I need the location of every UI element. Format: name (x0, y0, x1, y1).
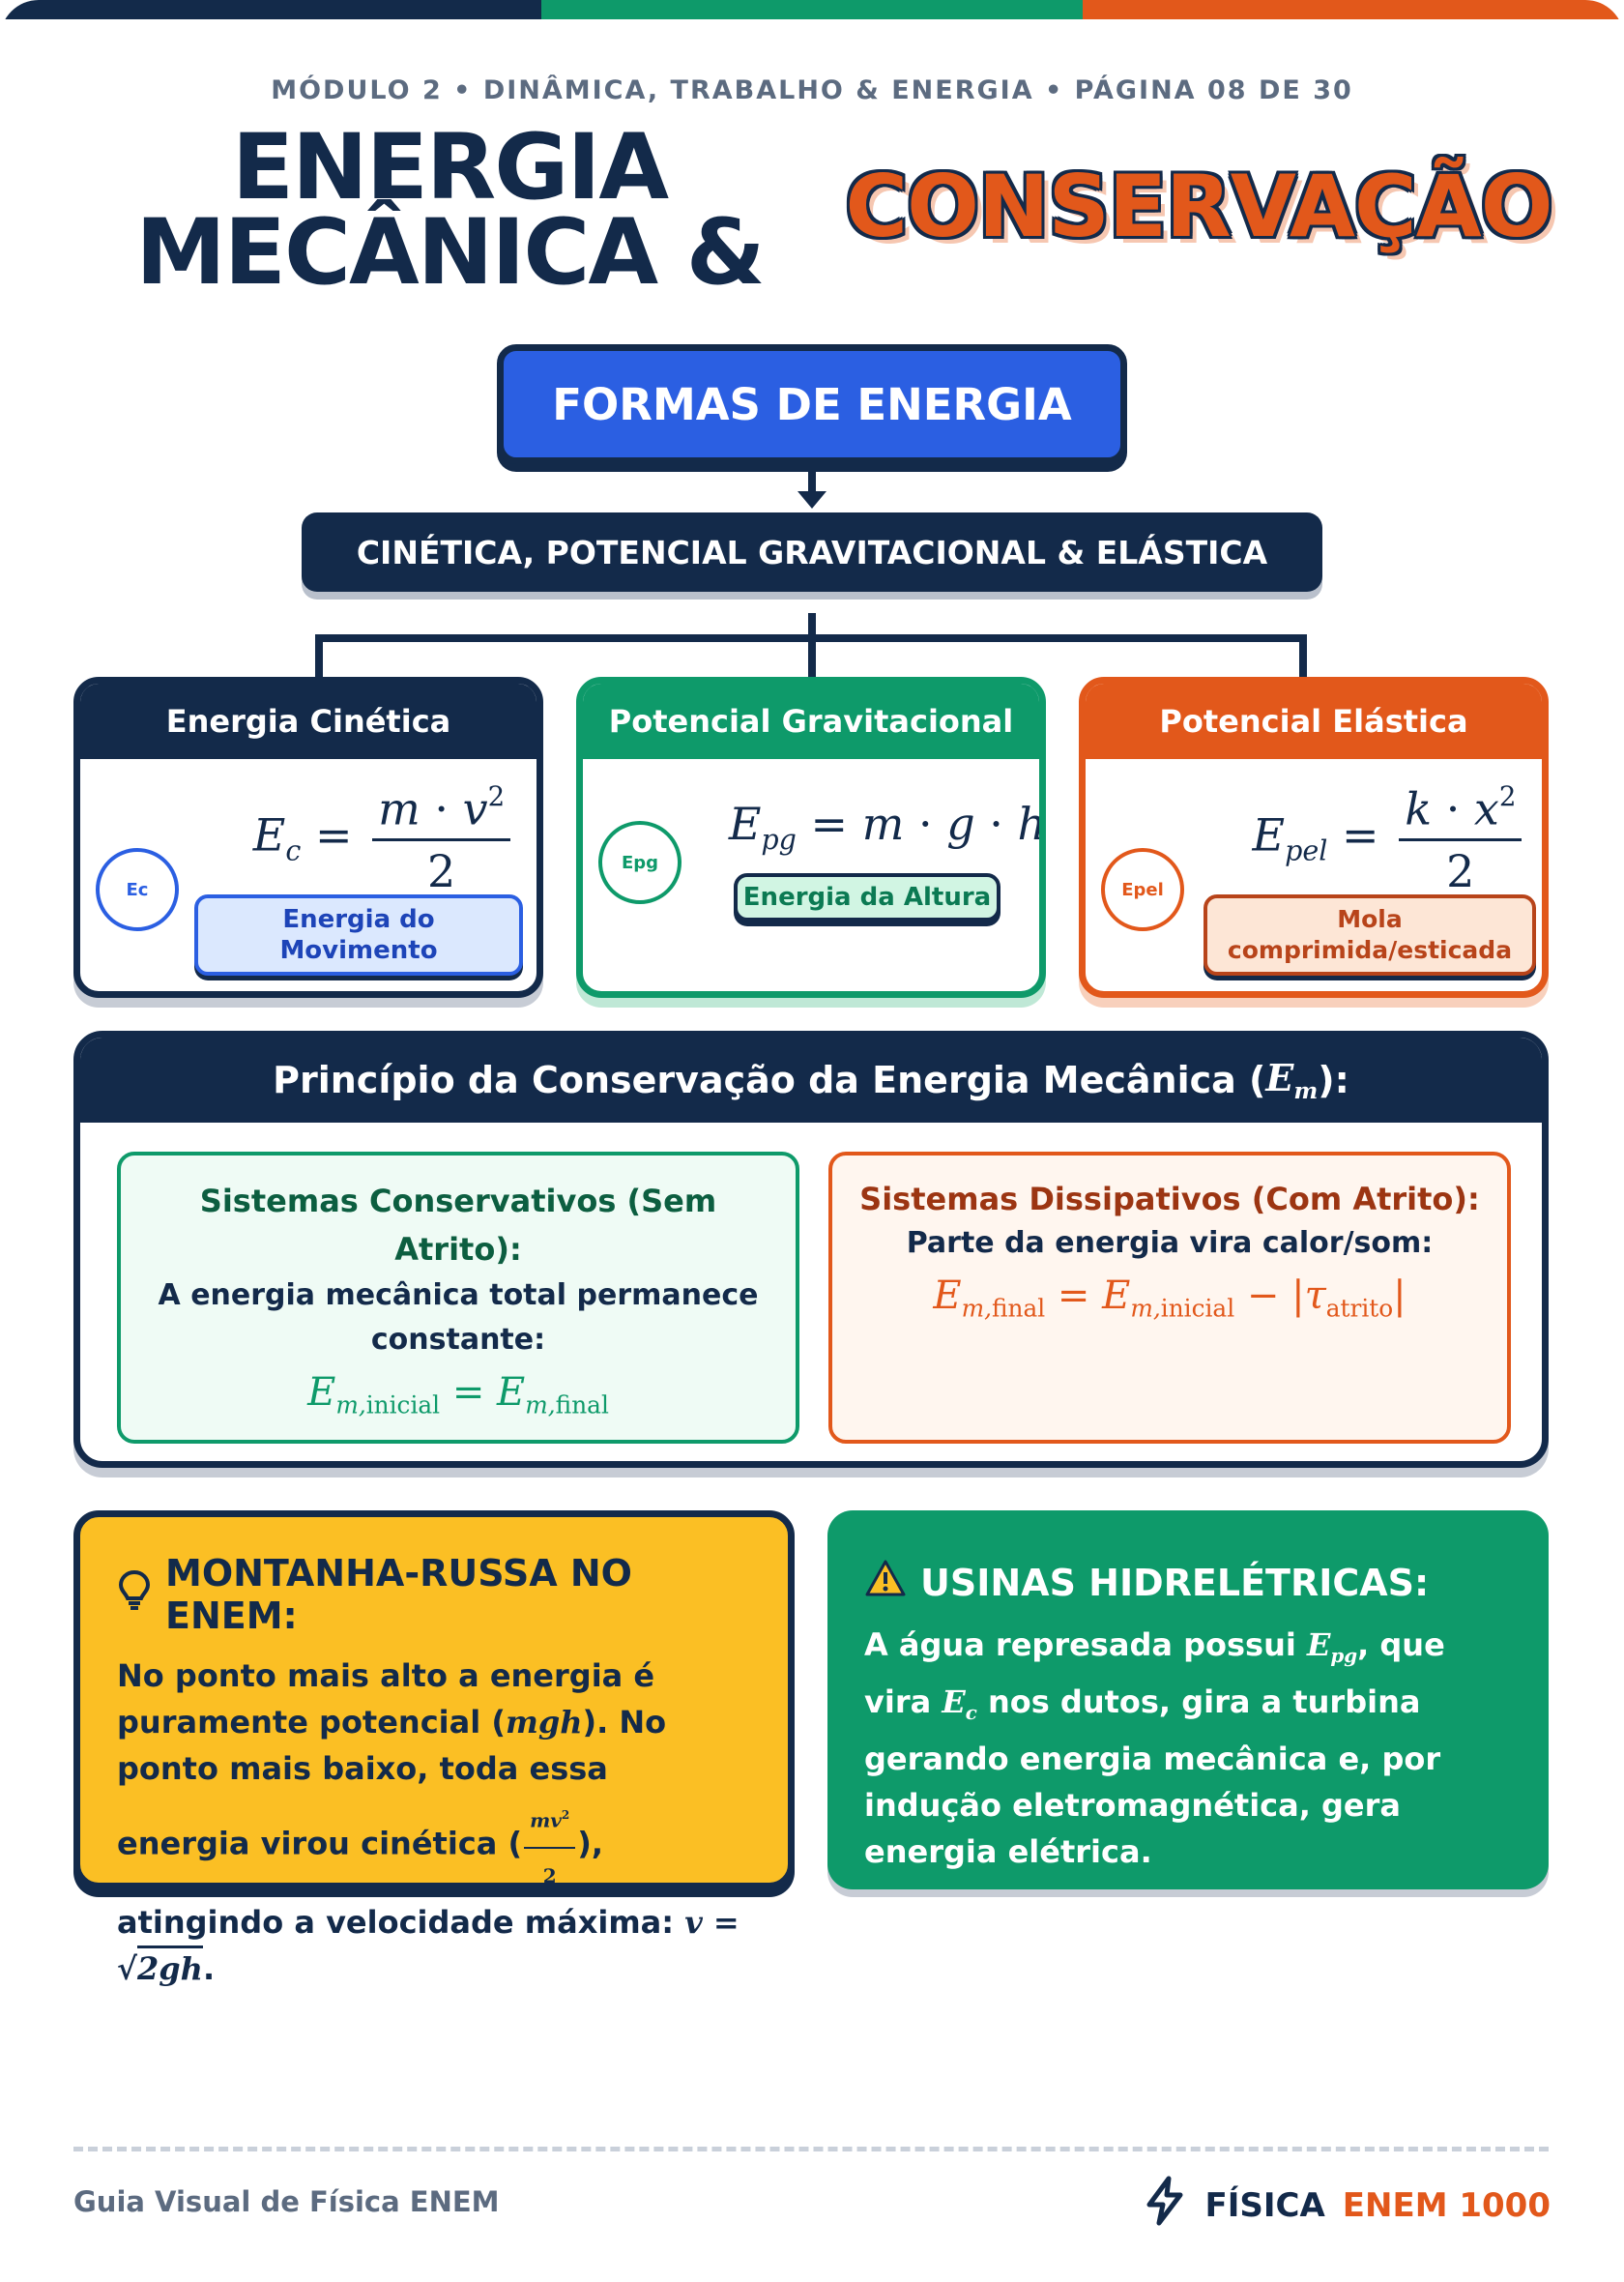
rollercoaster-text: No ponto mais alto a energia é puramente… (117, 1657, 740, 1988)
hydro-text: A água represada possui Epg, que vira Ec… (864, 1626, 1445, 1870)
footer-divider (73, 2147, 1549, 2151)
connector-right (1299, 634, 1307, 681)
connector-left (315, 634, 323, 681)
down-arrow-icon (798, 491, 826, 509)
conservative-systems-box: Sistemas Conservativos (Sem Atrito): A e… (117, 1152, 799, 1444)
gravitational-formula: Epg = m · g · h (728, 798, 1046, 856)
hydroelectric-tip-card: USINAS HIDRELÉTRICAS: A água represada p… (827, 1510, 1549, 1889)
page-title: ENERGIA MECÂNICA & (126, 115, 773, 306)
dissipative-systems-box: Sistemas Dissipativos (Com Atrito): Part… (828, 1152, 1511, 1444)
brand-physics: FÍSICA (1204, 2185, 1325, 2225)
rollercoaster-tip-card: MONTANHA-RUSSA NO ENEM: No ponto mais al… (73, 1510, 795, 1988)
module-breadcrumb: MÓDULO 2 • DINÂMICA, TRABALHO & ENERGIA … (271, 75, 1353, 105)
card-title: Energia Cinética (80, 684, 536, 759)
dissipative-title: Sistemas Dissipativos (Com Atrito): (859, 1181, 1480, 1217)
title-accent: CONSERVAÇÃO (845, 157, 1552, 256)
conservative-desc: A energia mecânica total permanece const… (158, 1278, 759, 1357)
footer-guide-title: Guia Visual de Física ENEM (73, 2185, 500, 2218)
lightbulb-icon (117, 1569, 152, 1621)
warning-icon (864, 1559, 907, 1606)
forms-of-energy-box: FORMAS DE ENERGIA (497, 344, 1127, 464)
principle-title: Princípio da Conservação da Energia Mecâ… (80, 1038, 1542, 1123)
card-gravitational-energy: Potencial Gravitacional Epg = m · g · h … (576, 677, 1046, 998)
footer-brand: FÍSICA ENEM 1000 (1142, 2176, 1551, 2235)
conservative-title: Sistemas Conservativos (Sem Atrito): (199, 1183, 717, 1268)
title-line-1: ENERGIA (231, 115, 669, 220)
connector-arrow-line (808, 466, 816, 495)
lightning-icon (1142, 2176, 1188, 2235)
epel-badge: Epel (1101, 848, 1184, 931)
dissipative-desc: Parte da energia vira calor/som: (906, 1226, 1434, 1260)
connector-stem (808, 613, 816, 640)
connector-center (808, 634, 816, 681)
card-title: Potencial Gravitacional (583, 684, 1039, 759)
conservative-equation: Em,inicial = Em,final (307, 1370, 609, 1419)
elastic-tag: Mola comprimida/esticada (1204, 894, 1536, 976)
rollercoaster-title: MONTANHA-RUSSA NO ENEM: (117, 1552, 751, 1637)
epg-badge: Epg (598, 821, 682, 904)
brand-enem: ENEM 1000 (1342, 2185, 1551, 2225)
top-color-bar (0, 0, 1624, 19)
card-title: Potencial Elástica (1086, 684, 1542, 759)
dissipative-equation: Em,final = Em,inicial − |τatrito| (933, 1273, 1406, 1323)
energy-types-box: CINÉTICA, POTENCIAL GRAVITACIONAL & ELÁS… (302, 512, 1322, 592)
gravitational-tag: Energia da Altura (734, 873, 1000, 922)
kinetic-tag: Energia do Movimento (194, 894, 523, 976)
title-line-2: MECÂNICA & (135, 200, 766, 306)
ec-badge: Ec (96, 848, 179, 931)
hydro-title: USINAS HIDRELÉTRICAS: (864, 1559, 1512, 1606)
conservation-principle-panel: Princípio da Conservação da Energia Mecâ… (73, 1031, 1549, 1468)
